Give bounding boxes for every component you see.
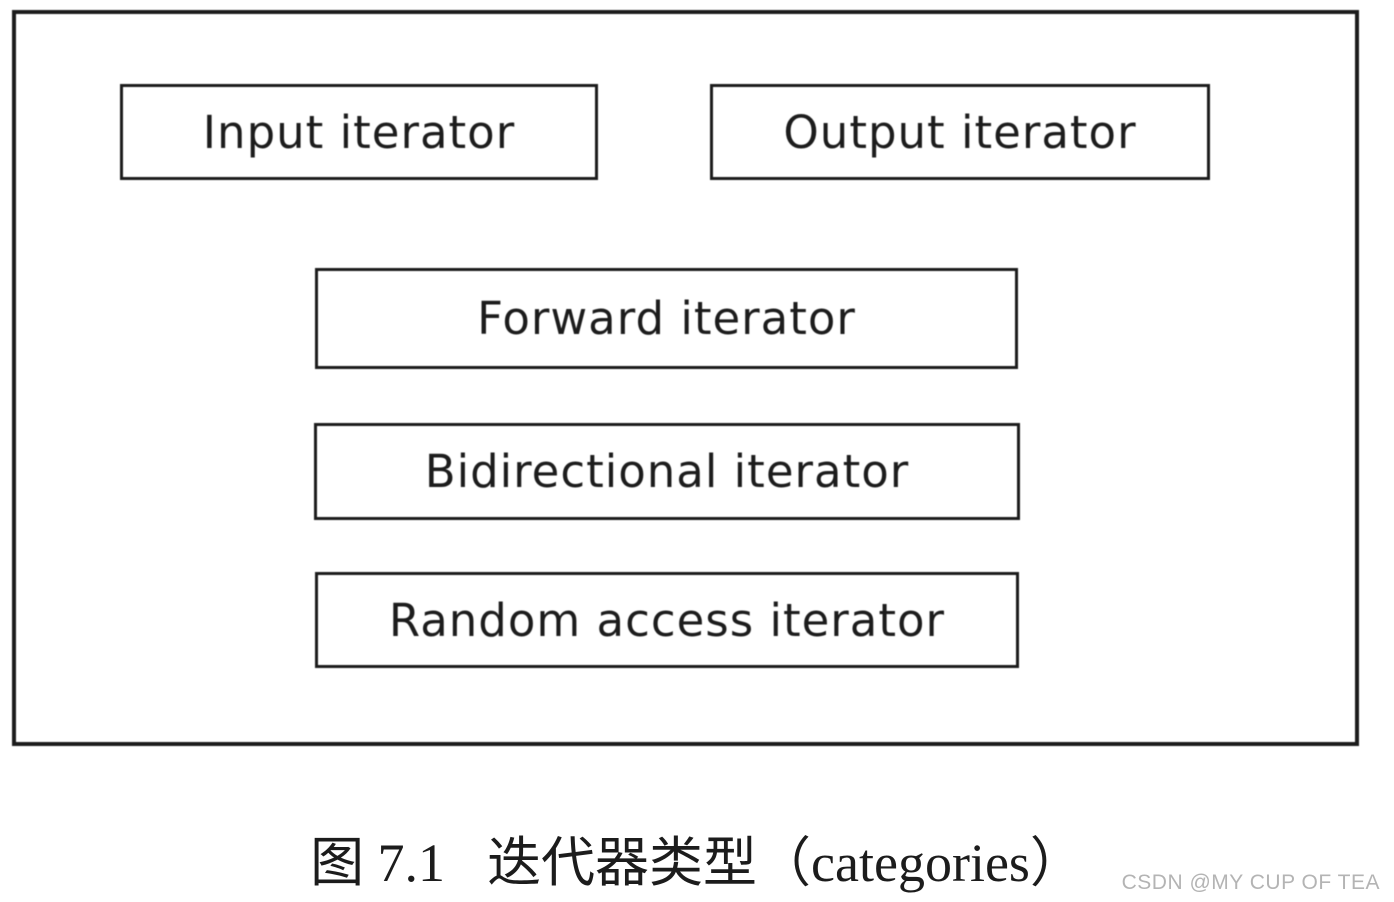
box-random-access-iterator-label: Random access iterator <box>388 593 946 647</box>
box-bidirectional-iterator-label: Bidirectional iterator <box>424 445 910 498</box>
box-forward-iterator-label: Forward iterator <box>477 292 856 345</box>
box-output-iterator-label: Output iterator <box>783 105 1137 159</box>
box-forward-iterator: Forward iterator <box>315 268 1018 369</box>
box-output-iterator: Output iterator <box>710 84 1210 180</box>
box-input-iterator: Input iterator <box>120 84 598 180</box>
box-input-iterator-label: Input iterator <box>202 105 516 159</box>
figure-title: 迭代器类型（categories） <box>487 833 1084 893</box>
figure-number: 图 7.1 <box>310 833 446 893</box>
watermark: CSDN @MY CUP OF TEA <box>1121 871 1380 894</box>
box-random-access-iterator: Random access iterator <box>315 572 1019 668</box>
figure-caption: 图 7.1 迭代器类型（categories） <box>0 818 1394 897</box>
box-bidirectional-iterator: Bidirectional iterator <box>314 423 1020 520</box>
